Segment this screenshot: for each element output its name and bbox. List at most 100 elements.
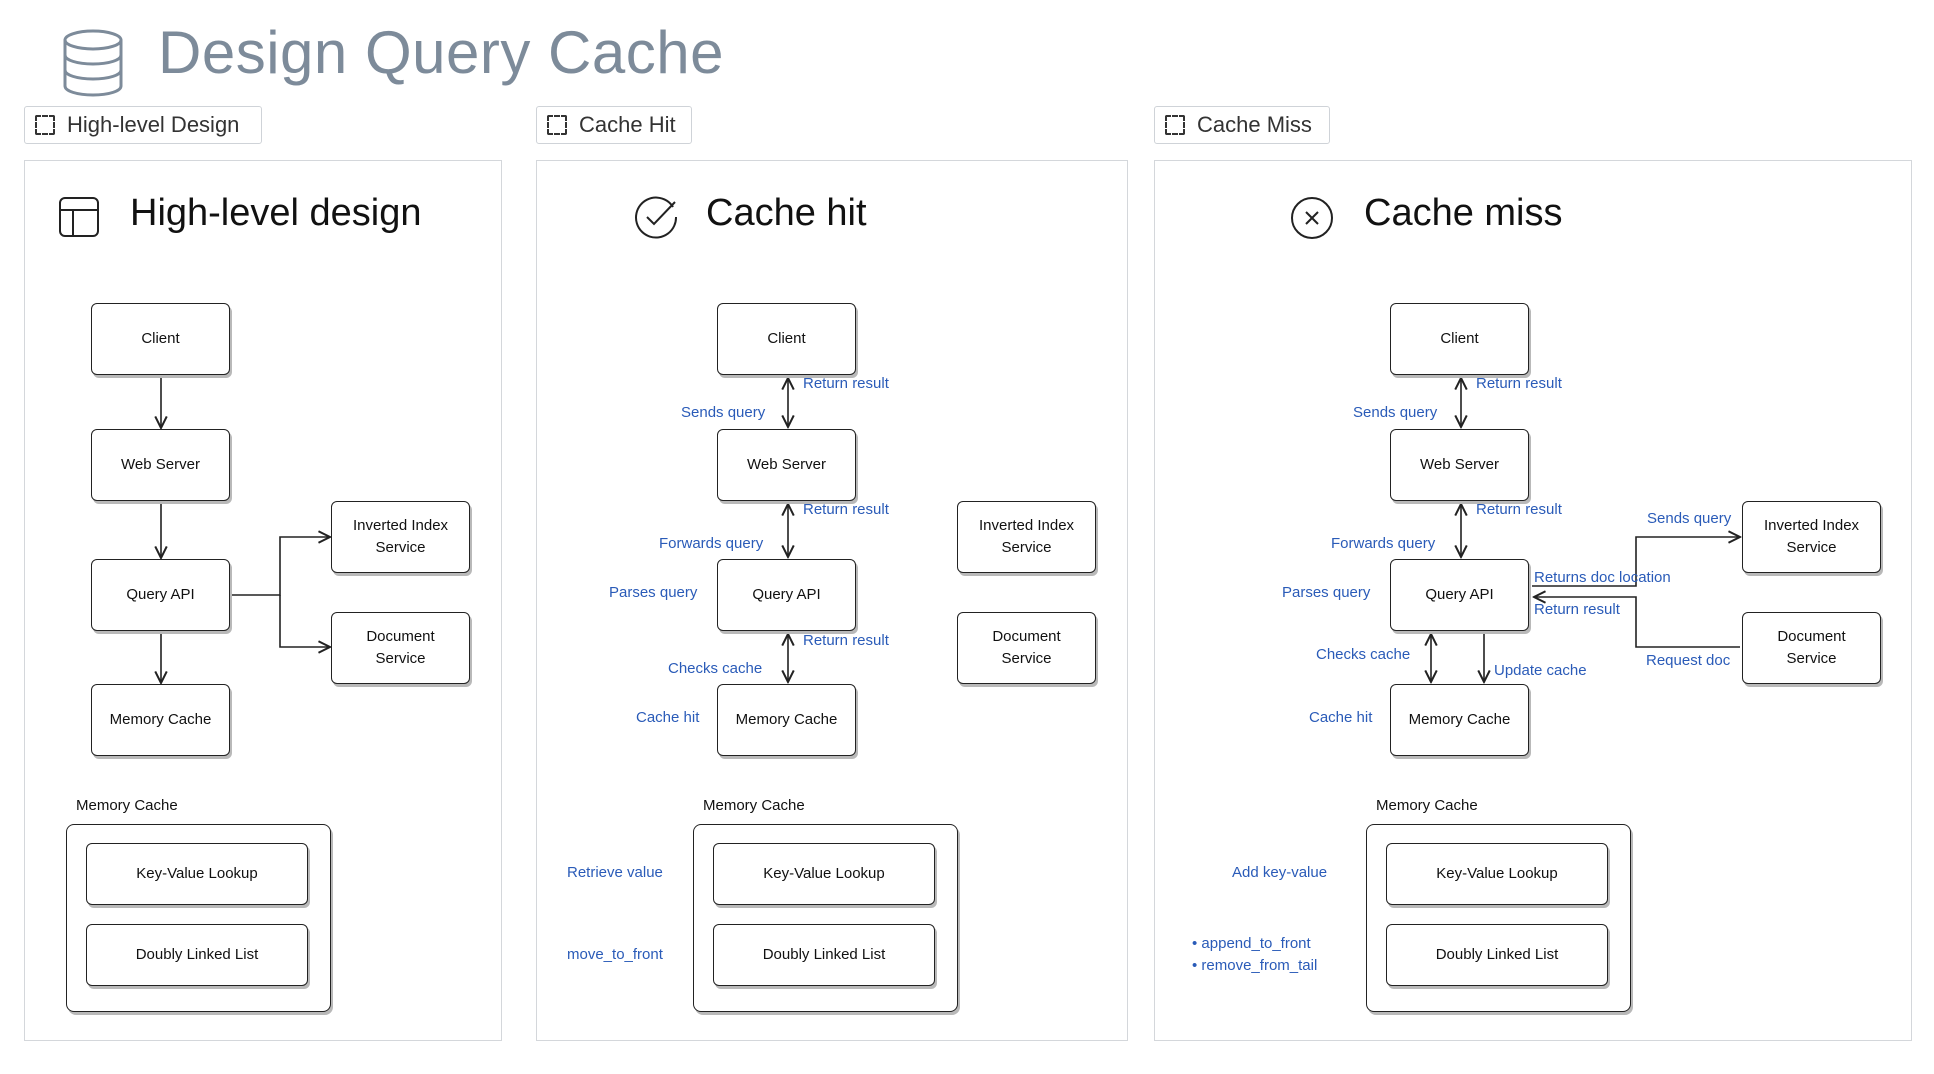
node-label: Inverted Index [978, 517, 1075, 535]
edge-label: Returns doc location [1534, 569, 1671, 586]
node-label: Web Server [1420, 456, 1499, 474]
node-label: Doubly Linked List [762, 946, 886, 964]
node-query-api[interactable]: Query API [717, 559, 856, 631]
frame-tab-cache-hit[interactable]: Cache Hit [536, 106, 692, 144]
node-label: Query API [1425, 586, 1494, 604]
node-memory-cache[interactable]: Memory Cache [717, 684, 856, 756]
node-memory-cache[interactable]: Memory Cache [1390, 684, 1529, 756]
node-key-value-lookup[interactable]: Key-Value Lookup [86, 843, 308, 905]
node-doubly-linked-list[interactable]: Doubly Linked List [1386, 924, 1608, 986]
frame-tab-label: High-level Design [67, 112, 240, 137]
node-label: Client [141, 330, 180, 348]
edge-label: Cache hit [636, 709, 700, 726]
node-label: Key-Value Lookup [1436, 865, 1558, 883]
node-label: Service [1001, 539, 1052, 556]
edge-label: Return result [1534, 601, 1620, 618]
edge-label: Forwards query [1331, 535, 1436, 552]
layout-icon [58, 196, 100, 238]
memory-cache-section-label: Memory Cache [1376, 797, 1478, 814]
node-query-api[interactable]: Query API [91, 559, 230, 631]
frame-tab-label: Cache Miss [1197, 112, 1312, 137]
edge-label: Retrieve value [567, 864, 663, 881]
edge-label: move_to_front [567, 946, 663, 963]
edge-label: Forwards query [659, 535, 764, 552]
check-circle-icon [633, 194, 679, 240]
node-doubly-linked-list[interactable]: Doubly Linked List [86, 924, 308, 986]
node-inverted-index-service[interactable]: Inverted Index Service [1742, 501, 1881, 573]
node-web-server[interactable]: Web Server [1390, 429, 1529, 501]
frame-tab-label: Cache Hit [579, 112, 676, 137]
edge-label: Return result [1476, 501, 1562, 518]
node-label: Inverted Index [1763, 517, 1860, 535]
node-client[interactable]: Client [717, 303, 856, 375]
node-label: Memory Cache [1408, 711, 1511, 729]
edge-label: Checks cache [1316, 646, 1411, 663]
node-label: Service [375, 539, 426, 556]
node-web-server[interactable]: Web Server [717, 429, 856, 501]
node-inverted-index-service[interactable]: Inverted Index Service [957, 501, 1096, 573]
edge-label: Checks cache [668, 660, 763, 677]
node-document-service[interactable]: Document Service [957, 612, 1096, 684]
node-query-api[interactable]: Query API [1390, 559, 1529, 631]
edge-label: Parses query [1282, 584, 1371, 601]
node-label: Key-Value Lookup [763, 865, 885, 883]
edge-label: Update cache [1494, 662, 1587, 679]
node-label: Document [992, 628, 1061, 646]
node-label: Client [767, 330, 806, 348]
node-label: Memory Cache [109, 711, 212, 729]
node-document-service[interactable]: Document Service [1742, 612, 1881, 684]
node-label: Doubly Linked List [135, 946, 259, 964]
node-web-server[interactable]: Web Server [91, 429, 230, 501]
node-inverted-index-service[interactable]: Inverted Index Service [331, 501, 470, 573]
frame-icon [547, 115, 567, 135]
edge-queryapi-inverted [1532, 537, 1740, 587]
node-label: Query API [752, 586, 821, 604]
edge-label: Return result [803, 375, 889, 392]
edge-label: Add key-value [1232, 864, 1328, 881]
node-client[interactable]: Client [91, 303, 230, 375]
node-label: Service [1786, 539, 1837, 556]
edge-label: Request doc [1646, 652, 1731, 669]
panel-title: High-level design [130, 192, 422, 234]
memory-cache-section-label: Memory Cache [76, 797, 178, 814]
node-memory-cache[interactable]: Memory Cache [91, 684, 230, 756]
edge-label: • append_to_front [1192, 935, 1311, 952]
edge-label: Return result [1476, 375, 1562, 392]
node-document-service[interactable]: Document Service [331, 612, 470, 684]
memory-cache-section-label: Memory Cache [703, 797, 805, 814]
node-key-value-lookup[interactable]: Key-Value Lookup [1386, 843, 1608, 905]
frame-tab-cache-miss[interactable]: Cache Miss [1154, 106, 1330, 144]
frame-tab-high-level-design[interactable]: High-level Design [24, 106, 262, 144]
edge-label: Return result [803, 501, 889, 518]
edge-label: Sends query [681, 404, 766, 421]
edge-document-queryapi [1534, 597, 1740, 648]
frame-icon [35, 115, 55, 135]
database-icon [60, 28, 126, 98]
node-label: Memory Cache [735, 711, 838, 729]
panel-title: Cache hit [706, 192, 867, 234]
node-label: Query API [126, 586, 195, 604]
node-doubly-linked-list[interactable]: Doubly Linked List [713, 924, 935, 986]
node-client[interactable]: Client [1390, 303, 1529, 375]
edge-label: Cache hit [1309, 709, 1373, 726]
node-label: Key-Value Lookup [136, 865, 258, 883]
edge-queryapi-inverted [232, 537, 330, 596]
node-key-value-lookup[interactable]: Key-Value Lookup [713, 843, 935, 905]
node-label: Document [1777, 628, 1846, 646]
panel-title: Cache miss [1364, 192, 1563, 234]
edge-label: • remove_from_tail [1192, 957, 1318, 974]
node-label: Service [375, 650, 426, 667]
edge-queryapi-document [279, 595, 330, 647]
edge-label: Return result [803, 632, 889, 649]
node-label: Doubly Linked List [1435, 946, 1559, 964]
edge-label: Sends query [1647, 510, 1732, 527]
node-label: Web Server [747, 456, 826, 474]
node-label: Client [1440, 330, 1479, 348]
node-label: Service [1786, 650, 1837, 667]
x-circle-icon [1290, 196, 1334, 240]
node-label: Service [1001, 650, 1052, 667]
frame-icon [1165, 115, 1185, 135]
edge-label: Sends query [1353, 404, 1438, 421]
node-label: Document [366, 628, 435, 646]
